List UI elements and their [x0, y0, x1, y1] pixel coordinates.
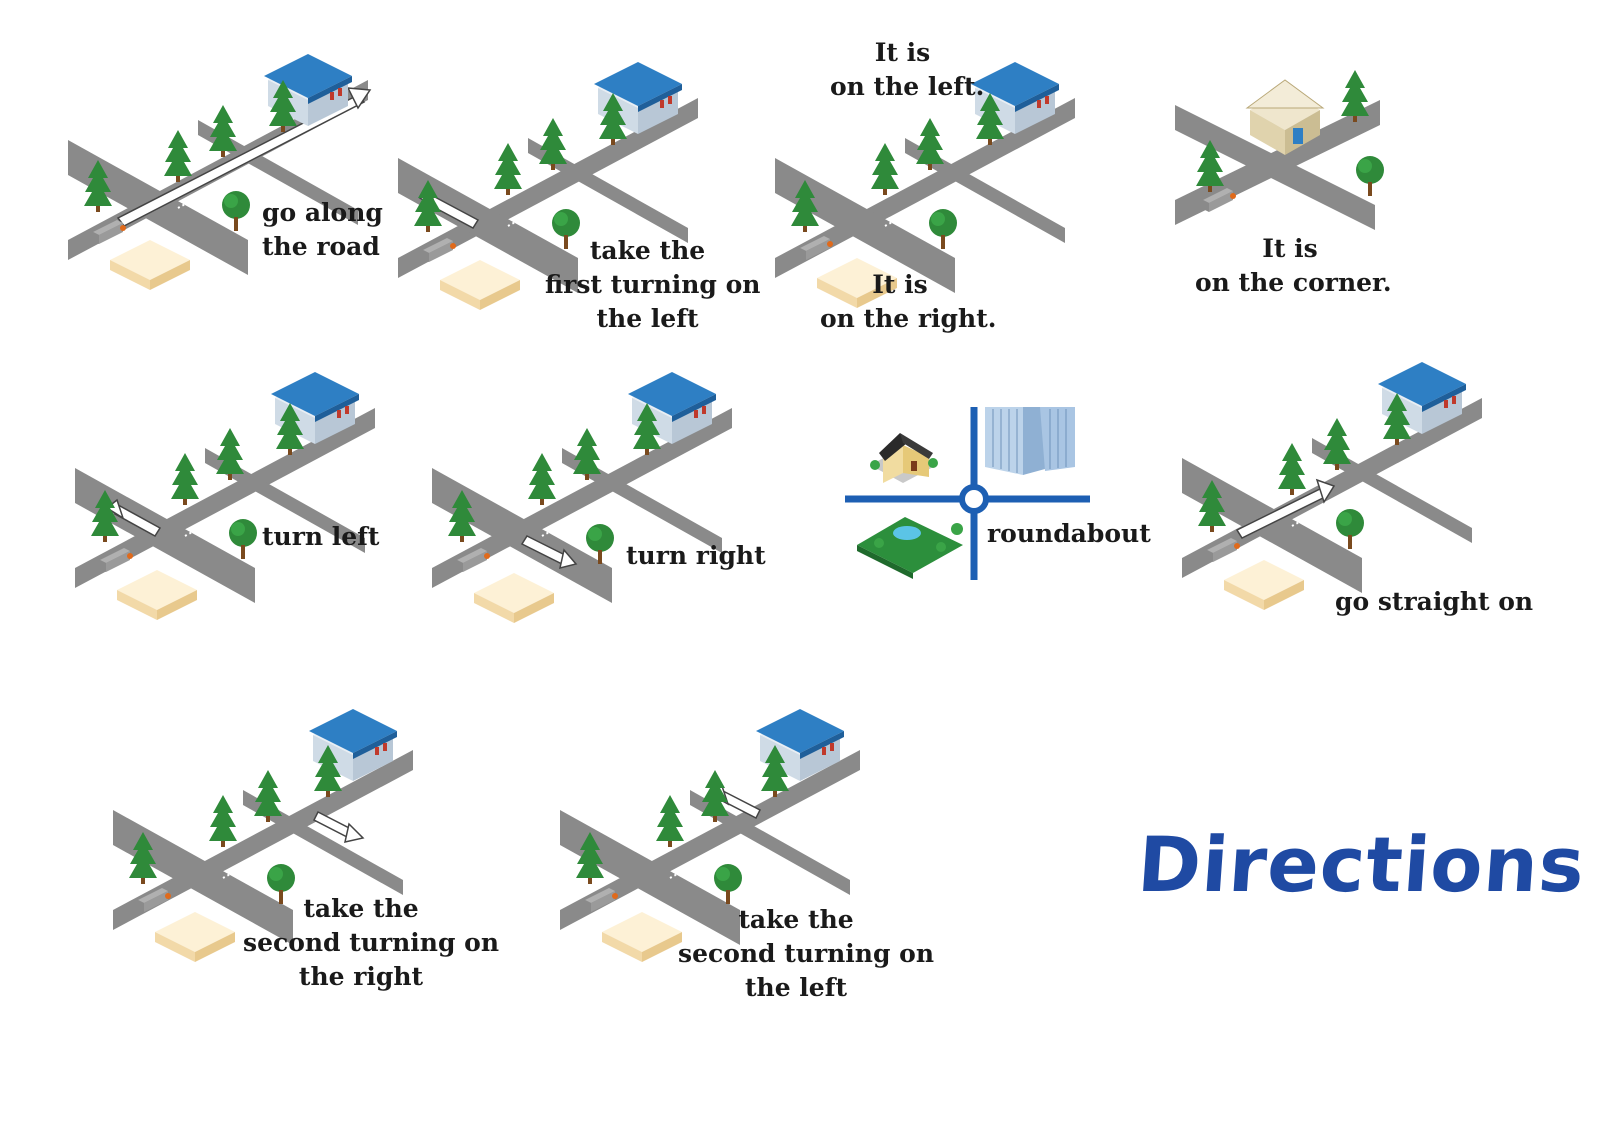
road-intersection-icon	[431, 372, 733, 623]
road-intersection-icon	[112, 709, 414, 962]
caption-line: It is	[1262, 234, 1318, 263]
road-intersection-icon	[1181, 362, 1483, 610]
scene-first-left	[397, 62, 728, 318]
caption-line: take the	[303, 894, 419, 923]
road-intersection-icon	[559, 709, 861, 962]
caption-turn-left: turn left	[262, 520, 379, 554]
skyscraper-icon	[985, 407, 1075, 475]
caption-turn-right: turn right	[626, 539, 766, 573]
caption-line: the left	[744, 973, 848, 1002]
caption-on-corner: It is on the corner.	[1195, 232, 1392, 300]
caption-line: on the left.	[830, 72, 985, 101]
caption-line: the right	[298, 962, 424, 991]
caption-second-right: take the second turning on the right	[243, 892, 500, 994]
house-icon	[870, 433, 938, 483]
caption-roundabout: roundabout	[987, 517, 1151, 551]
caption-first-left: take the first turning on the left	[545, 234, 761, 336]
caption-second-left: take the second turning on the left	[678, 903, 935, 1005]
scene-corner	[1175, 70, 1505, 320]
scene-second-right	[112, 709, 443, 970]
caption-line: second turning on	[678, 939, 935, 968]
caption-line: first turning on	[545, 270, 761, 299]
caption-go-along: go along the road	[262, 196, 383, 264]
scene-straight-on	[1181, 362, 1512, 618]
caption-on-right: It is on the right.	[820, 268, 997, 336]
caption-line: go along	[262, 198, 383, 227]
bank-building-icon	[1245, 79, 1325, 155]
caption-line: the left	[596, 304, 699, 333]
scene-turn-right	[431, 372, 762, 628]
road-intersection-icon	[67, 54, 372, 290]
scene-roundabout	[845, 405, 1175, 655]
scene-second-left	[559, 709, 890, 970]
caption-line: second turning on	[243, 928, 500, 957]
park-icon	[857, 517, 963, 579]
caption-line: It is	[874, 38, 931, 67]
caption-line: turn right	[626, 541, 766, 570]
caption-line: turn left	[262, 522, 380, 551]
caption-line: the road	[262, 232, 380, 261]
caption-line: It is	[872, 270, 928, 299]
scene-go-along	[67, 50, 398, 300]
caption-line: take the	[738, 905, 854, 934]
road-intersection-icon	[1175, 70, 1384, 230]
road-intersection-icon	[74, 372, 376, 620]
caption-line: go straight on	[1335, 587, 1534, 616]
caption-line: take the	[589, 236, 706, 265]
caption-line: roundabout	[987, 519, 1151, 548]
roundabout-map	[845, 407, 1090, 580]
road-intersection-icon	[397, 62, 699, 310]
scene-turn-left	[74, 372, 405, 628]
caption-on-left: It is on the left.	[830, 36, 985, 104]
caption-straight-on: go straight on	[1335, 585, 1533, 619]
caption-line: on the corner.	[1195, 268, 1392, 297]
caption-line: on the right.	[820, 304, 997, 333]
page-title: Directions	[1134, 820, 1589, 909]
